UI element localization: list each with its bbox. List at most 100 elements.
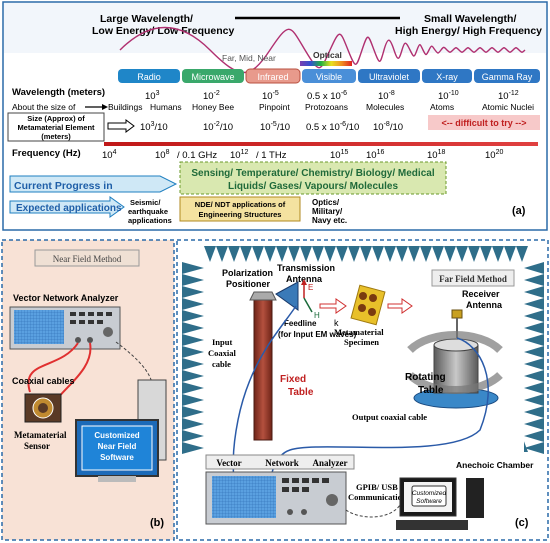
- specimen-1: Metamaterial: [334, 327, 384, 337]
- gpib-2: Communication: [348, 492, 407, 502]
- progress-text-1: Sensing/ Temperature/ Chemistry/ Biology…: [191, 168, 434, 179]
- freq-tick-18: 1018: [427, 149, 445, 161]
- pc-screen-b: [81, 425, 153, 471]
- panel-c: Far Field Method Polarization Positioner…: [176, 239, 549, 541]
- near-software-1: Customized: [94, 431, 139, 440]
- h-field-label: H: [314, 311, 320, 320]
- pc-tower-c: [466, 478, 484, 518]
- input-coax-1: Input: [212, 337, 232, 347]
- near-software-3: Software: [100, 453, 134, 462]
- freq-tick-4: 104: [102, 149, 117, 161]
- band-radio-label: Radio: [137, 72, 161, 82]
- progress-arrow: [9, 175, 178, 193]
- panel-a-tag: (a): [512, 205, 526, 217]
- about-molecules: Molecules: [366, 102, 404, 112]
- size-visible: 0.5 x 10-6/10: [306, 121, 359, 133]
- absorber-spike: [524, 310, 544, 322]
- seismic-2: earthquake: [128, 207, 168, 216]
- about-label: About the size of: [12, 102, 76, 112]
- wavelength-label: Wavelength (meters): [12, 87, 105, 98]
- absorber-spike: [182, 406, 204, 418]
- visible-spectrum-strip: [300, 61, 352, 66]
- absorber-spike: [252, 246, 264, 262]
- expected-arrow: [9, 196, 125, 218]
- difficult-box: [428, 115, 540, 130]
- fixed-table-2: Table: [288, 387, 314, 398]
- about-honey-bee: Honey Bee: [192, 102, 234, 112]
- absorber-spike: [182, 358, 204, 370]
- size-label-3: (meters): [41, 132, 71, 141]
- absorber-spike: [396, 246, 408, 262]
- absorber-spike: [524, 262, 544, 274]
- absorber-spike: [182, 286, 204, 298]
- far-software-1: Customized: [412, 490, 447, 497]
- absorber-spike: [216, 246, 228, 262]
- absorber-spike: [182, 274, 204, 286]
- wavelength-values: 103 10-2 10-5 0.5 x 10-6 10-8 10-10 10-1…: [145, 90, 519, 102]
- about-items: Buildings Humans Honey Bee Pinpoint Prot…: [108, 102, 534, 112]
- absorber-spike: [182, 430, 204, 442]
- transmission-1: Transmission: [277, 263, 335, 273]
- wavelength-microwave: 10-2: [203, 90, 220, 102]
- wavelength-radio: 103: [145, 90, 160, 102]
- wavelength-ultraviolet: 10-8: [378, 90, 395, 102]
- header-left-1: Large Wavelength/: [100, 13, 193, 25]
- freq-tick-ghz: / 0.1 GHz: [177, 150, 217, 161]
- absorber-spike: [516, 246, 528, 262]
- absorber-spike: [182, 322, 204, 334]
- receiver-antenna: [451, 309, 463, 319]
- progress-text-2: Liquids/ Gases/ Vapours/ Molecules: [228, 181, 398, 192]
- size-label-box: [7, 112, 105, 142]
- gpib-1: GPIB/ USB: [356, 482, 398, 492]
- absorber-spike: [182, 442, 204, 454]
- absorber-spike: [324, 246, 336, 262]
- progress-box: [179, 161, 447, 195]
- absorber-spike: [492, 246, 504, 262]
- vna-screen-c: [212, 476, 276, 518]
- k-label: k: [334, 318, 339, 328]
- ndt-1: NDE/ NDT applications of: [195, 200, 286, 209]
- band-visible-label: Visible: [316, 72, 342, 82]
- wavelength-gamma: 10-12: [498, 90, 519, 102]
- absorber-spike: [182, 346, 204, 358]
- size-values: 103/10 10-2/10 10-5/10 0.5 x 10-6/10 10-…: [140, 121, 403, 133]
- absorber-spike: [408, 246, 420, 262]
- ndt-2: Engineering Structures: [199, 210, 282, 219]
- header-left-2: Low Energy/ Low Frequency: [92, 25, 235, 37]
- absorber-spike: [384, 246, 396, 262]
- keyboard-c: [396, 520, 468, 530]
- absorber-spike: [524, 298, 544, 310]
- frequency-ticks: 104 108 / 0.1 GHz 1012 / 1 THz 1015 1016…: [102, 149, 503, 161]
- panel-b-tag: (b): [150, 517, 164, 529]
- freq-tick-20: 1020: [485, 149, 503, 161]
- header-right-2: High Energy/ High Frequency: [395, 25, 542, 37]
- absorber-spike: [456, 246, 468, 262]
- absorber-spike: [524, 430, 544, 442]
- band-ultraviolet-label: Ultraviolet: [369, 72, 410, 82]
- band-gamma-label: Gamma Ray: [482, 72, 533, 82]
- panel-a: Large Wavelength/ Low Energy/ Low Freque…: [2, 1, 548, 231]
- size-radio: 103/10: [140, 121, 168, 133]
- vna-buttons-c: [282, 478, 338, 515]
- about-buildings: Buildings: [108, 102, 143, 112]
- absorber-spike: [524, 334, 544, 346]
- vna-buttons-b: [70, 312, 113, 343]
- wavelength-xray: 10-10: [438, 90, 459, 102]
- absorber-spike: [524, 370, 544, 382]
- absorber-spike: [276, 246, 288, 262]
- near-software-2: Near Field: [98, 442, 137, 451]
- band-infrared-label: Infrared: [257, 72, 288, 82]
- optics-3: Navy etc.: [312, 216, 347, 225]
- size-microwave: 10-2/10: [203, 121, 233, 133]
- expected-label: Expected applications: [16, 203, 122, 214]
- vna-label-box-c: [205, 454, 355, 470]
- receiver-2: Antenna: [466, 300, 503, 310]
- rotating-1: Rotating: [405, 372, 446, 383]
- fixed-table-1: Fixed: [280, 374, 306, 385]
- absorber-spike: [182, 370, 204, 382]
- absorber-spike: [524, 274, 544, 286]
- absorber-spike: [524, 406, 544, 418]
- panel-b: Near Field Method Vector Network Analyze…: [1, 239, 175, 541]
- far-field-title-box: [431, 269, 515, 287]
- absorber-spike: [524, 394, 544, 406]
